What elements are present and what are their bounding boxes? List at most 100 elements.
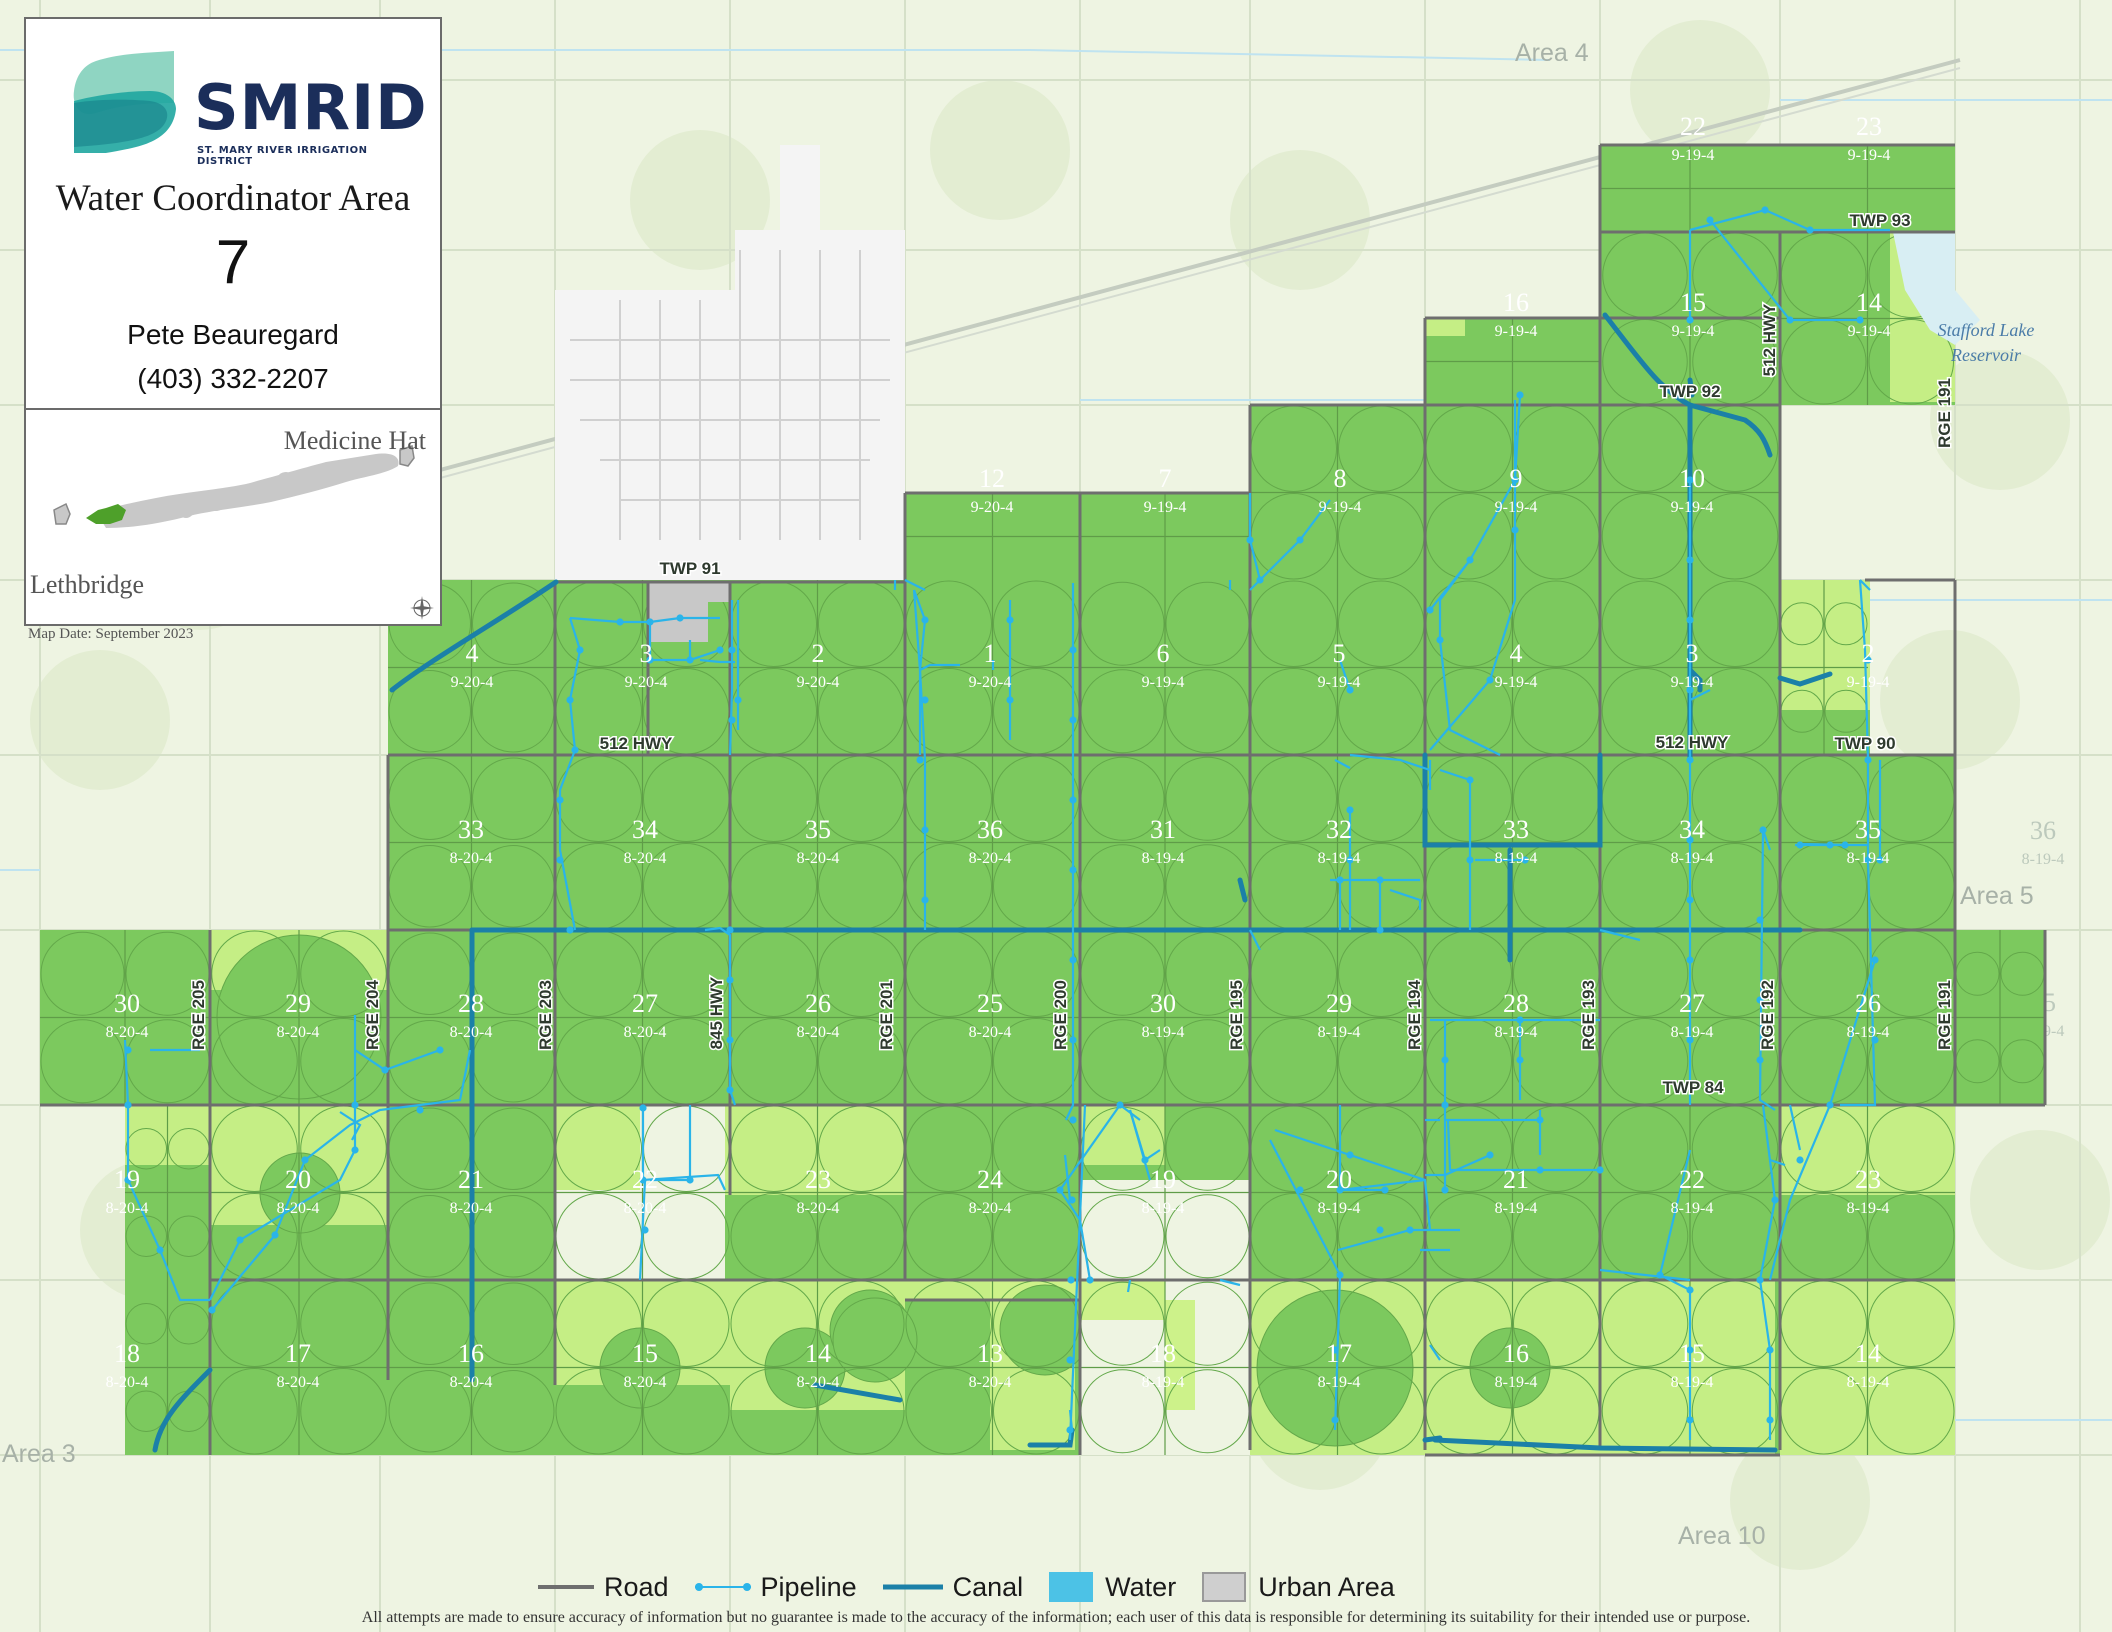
pipeline-node bbox=[124, 1101, 132, 1109]
section-number: 1 bbox=[984, 639, 997, 668]
section-code: 9-19-4 bbox=[1672, 147, 1715, 164]
pipeline-node bbox=[734, 696, 742, 704]
section-number: 30 bbox=[114, 989, 140, 1018]
section-number: 21 bbox=[1503, 1165, 1529, 1194]
logo-subtitle: ST. MARY RIVER IRRIGATION DISTRICT bbox=[197, 145, 368, 167]
coordinator-name: Pete Beauregard bbox=[127, 319, 339, 350]
pipeline-node bbox=[1426, 606, 1434, 614]
section-number: 22 bbox=[1680, 112, 1706, 141]
pipeline-node bbox=[1466, 556, 1474, 564]
pipeline bbox=[1126, 1279, 1132, 1293]
legend-pipeline: Pipeline bbox=[694, 1572, 857, 1603]
urban-town bbox=[555, 145, 905, 580]
compass-icon bbox=[410, 596, 434, 620]
section-code: 9-20-4 bbox=[625, 674, 668, 691]
section-code: 8-20-4 bbox=[106, 1200, 149, 1217]
pipeline-node bbox=[1761, 206, 1769, 214]
section-number: 12 bbox=[979, 464, 1005, 493]
road-label-512-hwy-north: 512 HWY bbox=[1760, 303, 1779, 376]
pipeline-node bbox=[576, 646, 584, 654]
pipeline-node bbox=[1381, 1186, 1389, 1194]
area-label-10: Area 10 bbox=[1678, 1522, 1766, 1550]
pipeline-node bbox=[156, 1246, 164, 1254]
section-labels: 229-19-4239-19-4169-19-4159-19-4149-19-4… bbox=[106, 112, 1891, 1391]
pivot-circle bbox=[730, 1368, 817, 1455]
section-number: 29 bbox=[1326, 989, 1352, 1018]
section-number: 26 bbox=[1855, 989, 1881, 1018]
pipeline-node bbox=[1686, 756, 1694, 764]
section-number: 19 bbox=[1150, 1165, 1176, 1194]
section-code: 8-19-4 bbox=[1495, 1374, 1538, 1391]
urban-block-2 bbox=[708, 582, 730, 602]
pipeline-node bbox=[1876, 856, 1884, 864]
outside-section-36-code: 8-19-4 bbox=[2022, 851, 2065, 868]
section-number: 15 bbox=[1679, 1339, 1705, 1368]
road-label-rge203: RGE 203 bbox=[536, 980, 555, 1050]
pipeline-node bbox=[1826, 1101, 1834, 1109]
pivot-circle bbox=[555, 1368, 642, 1455]
legend-canal: Canal bbox=[882, 1571, 1024, 1603]
pipeline-node bbox=[1346, 686, 1354, 694]
section-number: 10 bbox=[1679, 464, 1705, 493]
section-code: 9-19-4 bbox=[1318, 674, 1361, 691]
pipeline bbox=[1438, 639, 1501, 756]
pipeline-node bbox=[646, 656, 654, 664]
pipeline-node bbox=[1376, 876, 1384, 884]
pipeline bbox=[1339, 1178, 1426, 1192]
legend-canal-label: Canal bbox=[952, 1571, 1024, 1602]
section-code: 8-19-4 bbox=[1142, 1024, 1185, 1041]
pipeline-node bbox=[1796, 1156, 1804, 1164]
section-code: 8-19-4 bbox=[1671, 850, 1714, 867]
pipeline-node bbox=[1296, 536, 1304, 544]
area-7-extent bbox=[86, 504, 126, 524]
pipeline-node bbox=[728, 716, 736, 724]
section-number: 33 bbox=[1503, 815, 1529, 844]
road-label-twp90: TWP 90 bbox=[1834, 734, 1895, 753]
pipeline-node bbox=[1766, 1346, 1774, 1354]
pipeline-node bbox=[1086, 1276, 1094, 1284]
pipeline-node bbox=[1826, 841, 1834, 849]
pipeline-node bbox=[566, 696, 574, 704]
map-date: Map Date: September 2023 bbox=[28, 626, 194, 642]
legend-water-swatch bbox=[1049, 1572, 1094, 1602]
pipeline bbox=[919, 663, 960, 671]
pipeline-node bbox=[1511, 476, 1519, 484]
pipeline-node bbox=[1067, 1276, 1075, 1284]
pipeline-node bbox=[716, 646, 724, 654]
pipeline-node bbox=[1336, 876, 1344, 884]
section-number: 14 bbox=[1856, 288, 1882, 317]
pipeline-node bbox=[1376, 1226, 1384, 1234]
pipeline bbox=[1128, 1109, 1152, 1181]
section-number: 17 bbox=[285, 1339, 311, 1368]
pivot-circle bbox=[818, 1368, 905, 1455]
section-number: 36 bbox=[977, 815, 1003, 844]
pipeline bbox=[1058, 1104, 1121, 1281]
inset-svg bbox=[53, 445, 434, 620]
pipeline-node bbox=[1069, 646, 1077, 654]
pivot-circle bbox=[125, 1128, 167, 1170]
pivot-circle bbox=[905, 1368, 992, 1455]
pipeline-node bbox=[1766, 1416, 1774, 1424]
disclaimer: All attempts are made to ensure accuracy… bbox=[361, 1609, 1751, 1626]
pipeline-node bbox=[1331, 1416, 1339, 1424]
pipeline bbox=[1274, 1128, 1432, 1231]
section-number: 6 bbox=[1157, 639, 1170, 668]
pipeline-node bbox=[351, 1101, 359, 1109]
section-number: 32 bbox=[1326, 815, 1352, 844]
area-label-4: Area 4 bbox=[1515, 39, 1589, 67]
pipeline-node bbox=[1756, 916, 1764, 924]
pipeline bbox=[1068, 1104, 1087, 1441]
pipeline-node bbox=[1871, 1036, 1879, 1044]
section-code: 9-20-4 bbox=[969, 674, 1012, 691]
legend-water-label: Water bbox=[1105, 1571, 1177, 1602]
light-field-patch bbox=[1425, 318, 1465, 336]
pipeline-node bbox=[1864, 856, 1872, 864]
pipeline bbox=[1599, 928, 1641, 942]
section-code: 8-20-4 bbox=[277, 1024, 320, 1041]
pipeline bbox=[1858, 579, 1870, 860]
section-code: 8-20-4 bbox=[797, 1024, 840, 1041]
pipeline bbox=[1065, 930, 1075, 1121]
pivot-circle bbox=[388, 1370, 471, 1453]
pipeline-node bbox=[1864, 656, 1872, 664]
